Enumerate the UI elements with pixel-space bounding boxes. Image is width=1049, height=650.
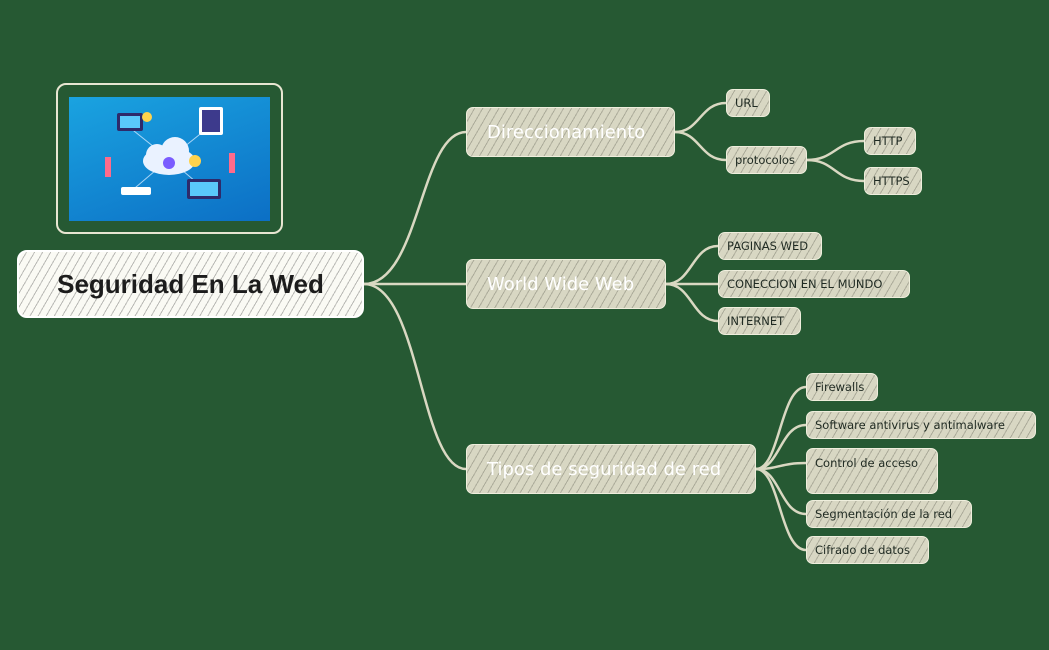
leaf-label: URL <box>735 96 758 110</box>
branch-world-wide-web[interactable]: World Wide Web <box>466 259 666 309</box>
branch-label: Tipos de seguridad de red <box>487 458 722 480</box>
leaf-label: CONECCION EN EL MUNDO <box>727 277 883 291</box>
leaf-protocolos[interactable]: protocolos <box>726 146 807 174</box>
leaf-software-antivirus[interactable]: Software antivirus y antimalware <box>806 411 1036 439</box>
leaf-cifrado-datos[interactable]: Cifrado de datos <box>806 536 929 564</box>
illustration-frame <box>56 83 283 234</box>
leaf-paginas-wed[interactable]: PAGINAS WED <box>718 232 822 260</box>
leaf-label: Software antivirus y antimalware <box>815 418 1006 432</box>
leaf-label: HTTP <box>873 134 903 148</box>
leaf-label: Firewalls <box>815 380 865 394</box>
branch-direccionamiento[interactable]: Direccionamiento <box>466 107 675 157</box>
leaf-internet[interactable]: INTERNET <box>718 307 801 335</box>
leaf-http[interactable]: HTTP <box>864 127 916 155</box>
leaf-firewalls[interactable]: Firewalls <box>806 373 878 401</box>
leaf-label: HTTPS <box>873 174 910 188</box>
leaf-url[interactable]: URL <box>726 89 770 117</box>
leaf-segmentacion-red[interactable]: Segmentación de la red <box>806 500 972 528</box>
leaf-label: protocolos <box>735 153 795 167</box>
leaf-label: Segmentación de la red <box>815 507 953 521</box>
leaf-label: Cifrado de datos <box>815 543 910 557</box>
leaf-label: Control de acceso <box>815 456 919 470</box>
cloud-network-illustration-icon <box>69 97 270 221</box>
leaf-conexion-mundo[interactable]: CONECCION EN EL MUNDO <box>718 270 910 298</box>
leaf-control-acceso[interactable]: Control de acceso <box>806 448 938 494</box>
root-label: Seguridad En La Wed <box>57 268 324 299</box>
branch-label: Direccionamiento <box>487 121 646 143</box>
branch-tipos-seguridad[interactable]: Tipos de seguridad de red <box>466 444 756 494</box>
leaf-https[interactable]: HTTPS <box>864 167 922 195</box>
branch-label: World Wide Web <box>487 273 635 295</box>
root-node[interactable]: Seguridad En La Wed <box>17 250 364 318</box>
leaf-label: INTERNET <box>727 314 785 328</box>
leaf-label: PAGINAS WED <box>727 239 809 253</box>
